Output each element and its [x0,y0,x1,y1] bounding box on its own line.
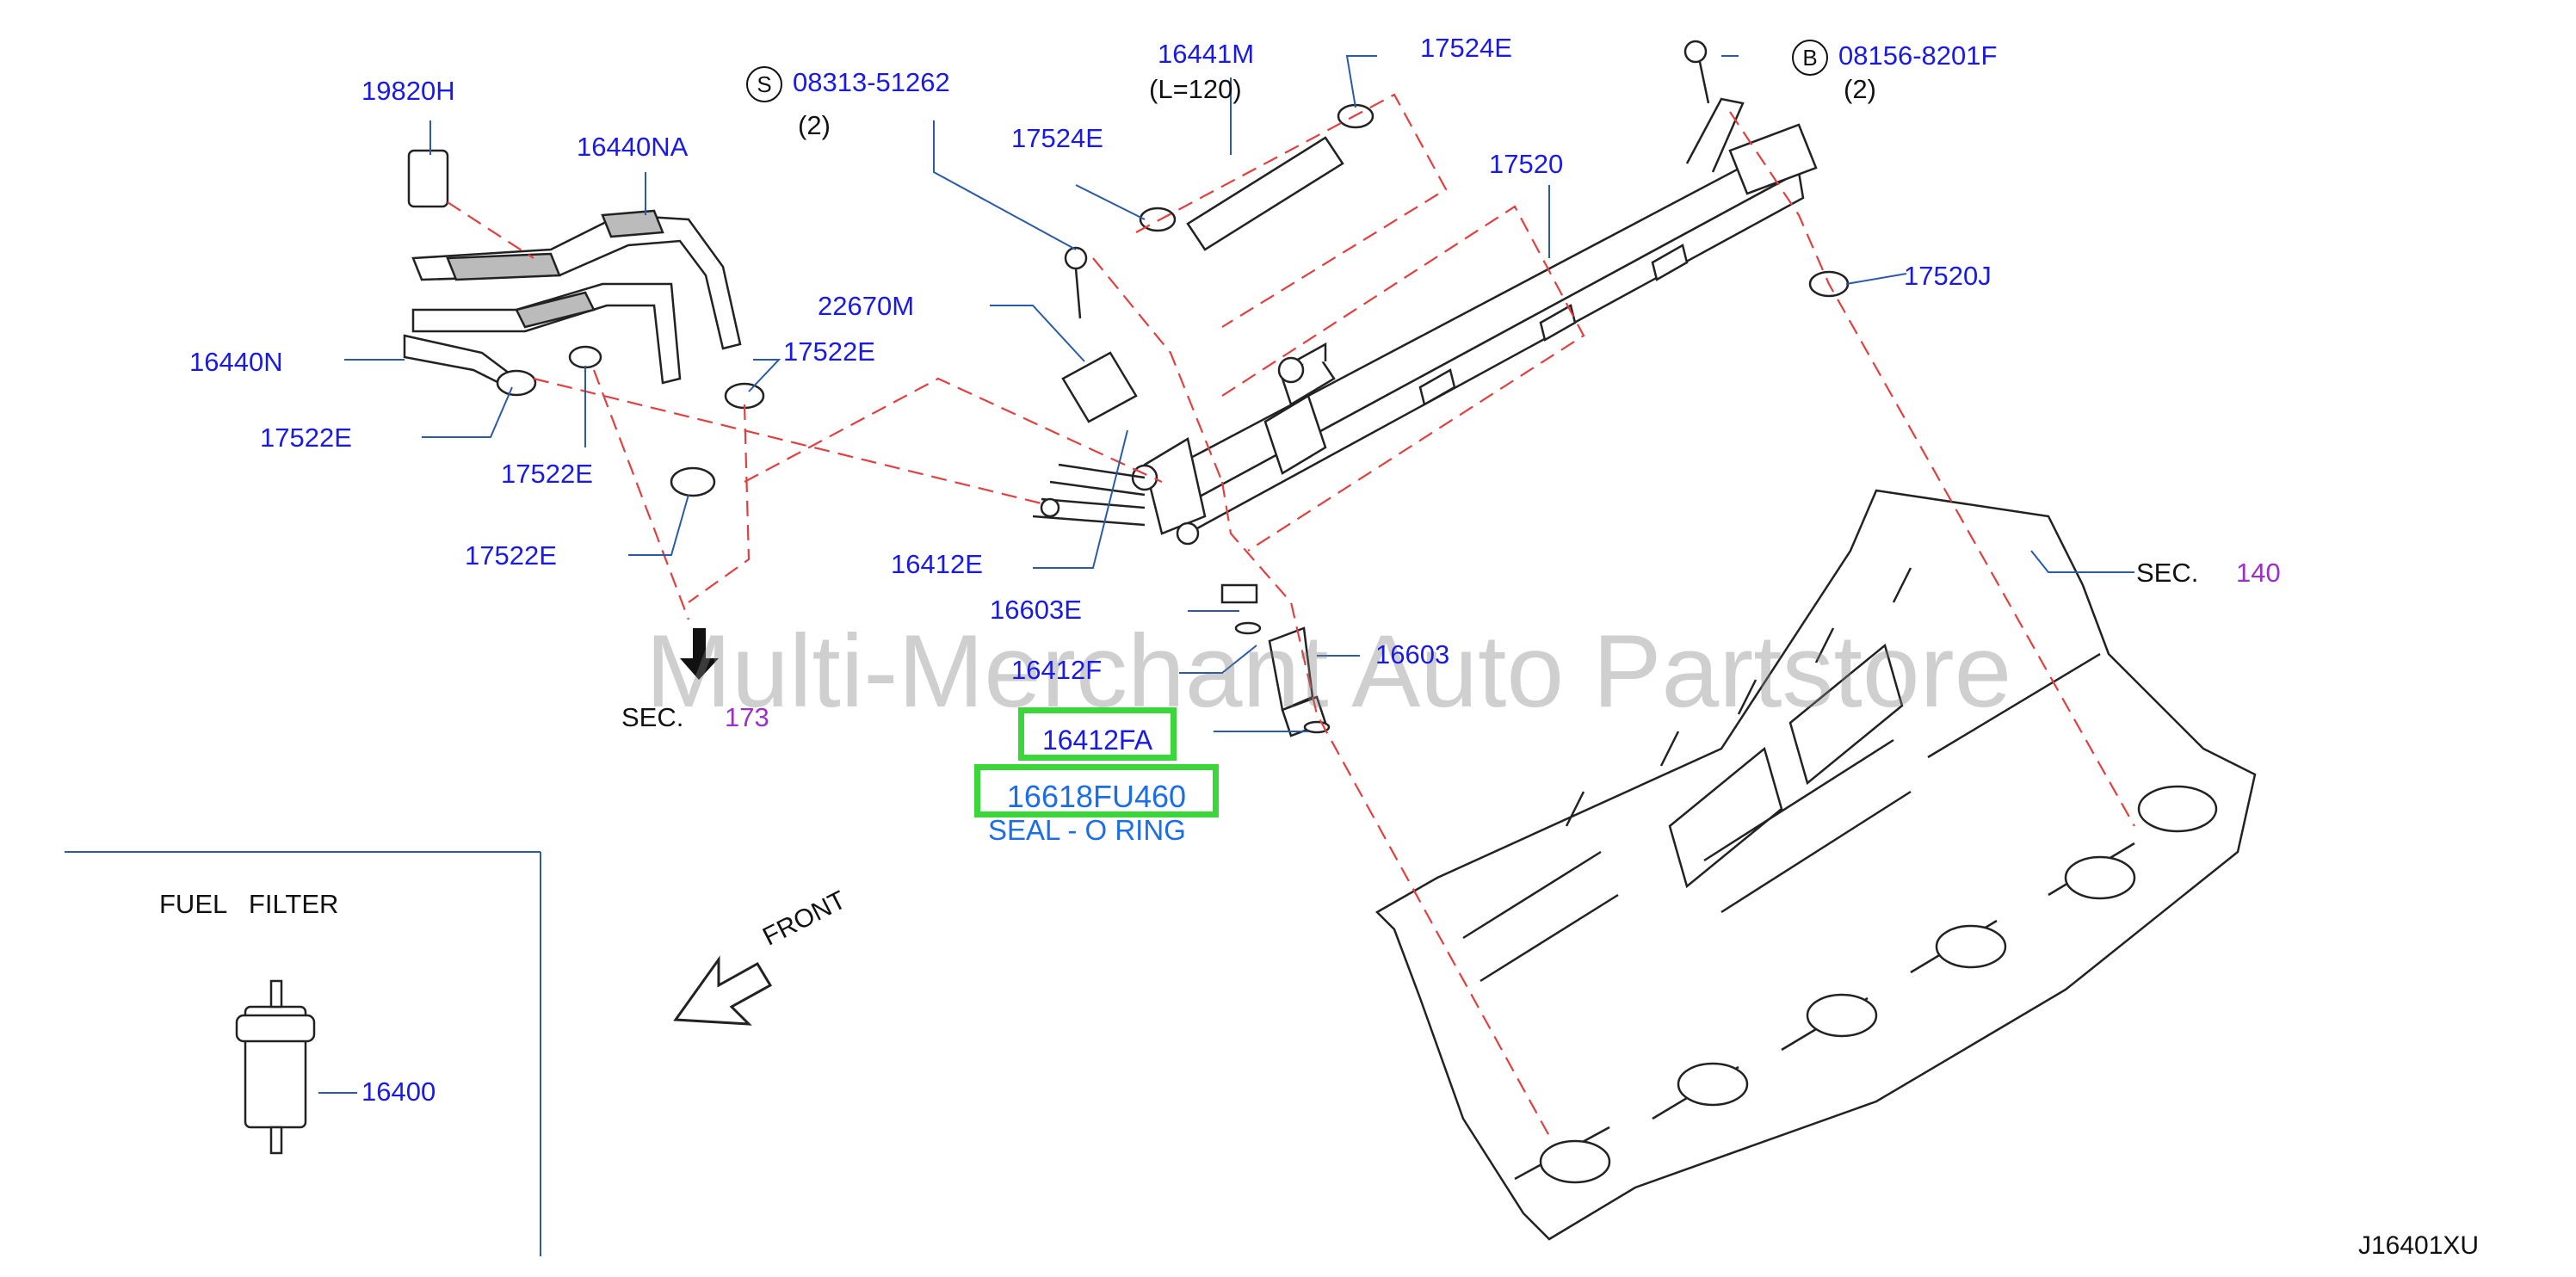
fuel-rail [1032,97,1818,546]
pressure-regulator [1061,40,1710,423]
part-reference-lines [447,93,2135,1137]
quantity-b: (2) [1844,74,1876,104]
hose-assembly [403,149,742,389]
fuel-filter-frame [65,851,541,1256]
part-label-19820H[interactable]: 19820H [361,76,455,106]
part-label-16441M[interactable]: 16441M [1158,39,1255,69]
part-label-17520J[interactable]: 17520J [1904,261,1992,291]
leader-lines [318,55,2134,1094]
part-label-16618FU460[interactable]: 16618FU460 [1006,779,1187,814]
part-label-16603E[interactable]: 16603E [990,595,1082,625]
section-ref-140[interactable]: 140 [2236,558,2281,588]
length-note: (L=120) [1149,74,1242,104]
part-description: SEAL - O RING [988,814,1186,846]
part-label-17522E-left[interactable]: 17522E [260,423,352,453]
diagram-code: J16401XU [2358,1231,2480,1260]
screw-symbol-s: S 08313-51262 [746,66,950,102]
part-label-16412FA[interactable]: 16412FA [1041,725,1153,756]
fuel-filter [235,979,316,1155]
part-label-17522E-mid[interactable]: 17522E [501,459,593,489]
part-label-16412E[interactable]: 16412E [891,549,983,579]
highlight-16618FU460[interactable]: 16618FU460 [974,764,1219,817]
fuel-filter-title: FUEL FILTER [159,889,339,919]
part-label-16440N[interactable]: 16440N [189,347,283,377]
section-word-140: SEC. [2136,558,2199,588]
part-label-17522E-right[interactable]: 17522E [783,336,875,367]
section-word-173: SEC. [621,702,684,732]
part-label-16603[interactable]: 16603 [1375,639,1450,669]
part-label-17524E-top[interactable]: 17524E [1420,33,1512,63]
section-ref-173[interactable]: 173 [725,702,769,732]
down-arrow-icon [680,628,719,680]
quantity-s: (2) [798,110,831,140]
part-label-08156-8201F[interactable]: 08156-8201F [1838,40,1998,71]
highlight-16412FA[interactable]: 16412FA [1018,707,1177,761]
s-circle-icon: S [746,66,782,102]
part-label-17522E-bottom[interactable]: 17522E [465,540,557,571]
b-circle-icon: B [1792,40,1828,76]
part-label-08313-51262[interactable]: 08313-51262 [793,67,950,98]
front-arrow-icon [673,955,773,1026]
part-label-17524E-left[interactable]: 17524E [1011,123,1103,153]
part-label-16412F[interactable]: 16412F [1011,655,1103,685]
part-label-22670M[interactable]: 22670M [818,291,915,321]
part-label-16440NA[interactable]: 16440NA [577,132,689,162]
intake-manifold [1374,489,2257,1241]
hose-clamps [496,103,1850,497]
bolt-symbol-b: B 08156-8201F [1792,40,1997,76]
hose-16441M [1186,136,1344,251]
part-label-17520[interactable]: 17520 [1489,149,1564,179]
part-label-16400[interactable]: 16400 [361,1077,436,1107]
watermark: Multi-Merchant Auto Partstore [646,614,2012,729]
